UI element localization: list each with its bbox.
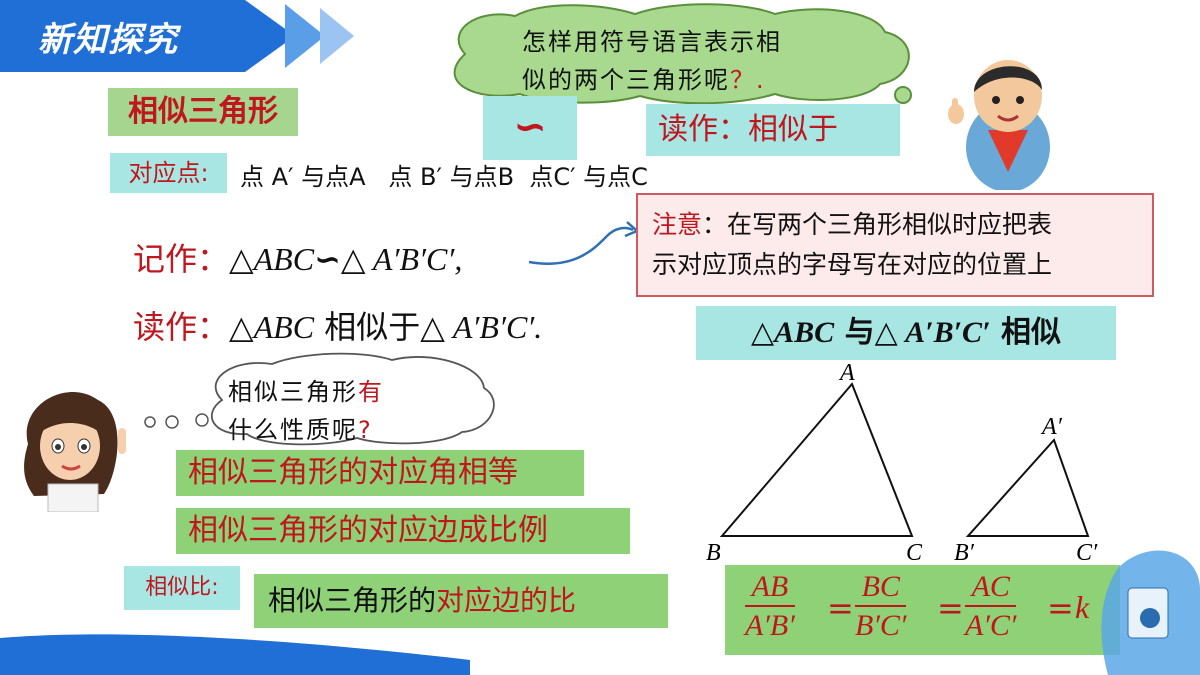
triangles-figure: A B C A′ B′ C′ [706,360,1098,566]
corresponding-points-text: 点 A′ 与点A 点 B′ 与点B 点C′ 与点C [240,163,648,191]
bubble-top-line1: 怎样用符号语言表示相 [522,28,782,56]
bubble-left-line2: 什么性质呢? [228,410,373,445]
similar-left: △ABC [751,316,835,349]
banner-chevron [320,8,354,64]
bubble-top-line2: 似的两个三角形呢？. [522,60,766,95]
equals-sign: = [1047,589,1074,627]
vertex-b-prime: B′ [954,540,975,566]
property-sides: 相似三角形的对应边成比例 [176,508,630,554]
ratio-k: k [1075,589,1090,625]
banner-chevron [285,4,325,68]
vertex-c-prime: C′ [1076,540,1098,566]
similar-end: 相似 [990,315,1061,350]
bubble-top-line2-text: 似的两个三角形呢 [522,66,730,94]
vertex-b: B [706,540,721,566]
fraction-bc-den: B′C′ [855,609,907,642]
decorative-splash [1101,550,1200,675]
bubble-top-question-mark: ？. [730,66,766,94]
decorative-wave [0,634,470,675]
fraction-ac-num: AC [965,569,1017,607]
similar-statement: △ABC 与△ A′B′C′ 相似 [696,306,1116,360]
similar-symbol: ∽ [483,96,577,160]
bubble-left-text2: 什么性质呢 [228,416,358,444]
equals-sign: = [827,589,854,627]
ratio-text-b: 对应边的比 [436,584,577,617]
reading-left: △ABC [229,309,315,345]
bubble-left-text1-red: 有 [358,378,384,406]
arrow-to-note [528,221,640,265]
section-title: 新知探究 [38,20,178,60]
reading-right: △ A′B′C′. [420,309,543,345]
bubble-left-question-mark: ? [358,416,373,444]
corresponding-points-label: 对应点: [110,153,227,193]
small-triangle [965,438,1090,537]
fraction-bc-num: BC [855,569,907,607]
reading-mid: 相似于 [314,308,421,346]
boy-illustration [948,60,1050,190]
thought-bubble-left [144,352,495,446]
vertex-c: C [906,540,923,566]
vertex-a-prime: A′ [1040,414,1063,440]
note-text1: ：在写两个三角形相似时应把表 [702,210,1053,239]
notation-symbol: ∽ [314,240,341,278]
topic-title: 相似三角形 [108,88,298,136]
vertex-a: A [838,360,855,386]
property-angles: 相似三角形的对应角相等 [176,450,584,496]
similar-right: △ A′B′C′ [874,316,991,349]
ratio-text: 相似三角形的对应边的比 [254,574,668,628]
fraction-ab-den: A′B′ [745,609,795,642]
reading-label: 读作： [133,308,230,346]
big-triangle [719,382,914,537]
bubble-left-line1: 相似三角形有 [228,372,384,407]
bubble-left-text1: 相似三角形 [228,378,358,406]
ratio-label: 相似比: [124,566,240,610]
notation-left: △ABC [229,241,315,277]
notation-label: 记作： [133,240,230,278]
reading-line: 读作：△ABC 相似于△ A′B′C′. [133,302,542,348]
note-line1: 注意：在写两个三角形相似时应把表 [652,205,1138,245]
notation-line: 记作：△ABC∽△ A′B′C′, [133,234,462,280]
girl-illustration [24,391,126,512]
notation-right: △ A′B′C′, [340,241,463,277]
note-label: 注意 [652,210,703,239]
note-box: 注意：在写两个三角形相似时应把表 示对应顶点的字母写在对应的位置上 [636,193,1154,297]
note-line2: 示对应顶点的字母写在对应的位置上 [652,250,1053,279]
ratio-text-a: 相似三角形的 [268,584,437,617]
fraction-ac-den: A′C′ [965,609,1017,642]
similar-mid: 与 [834,315,875,350]
section-banner [0,0,245,72]
symbol-reading: 读作：相似于 [646,104,900,156]
fraction-ab-num: AB [745,569,795,607]
equals-sign: = [937,589,964,627]
